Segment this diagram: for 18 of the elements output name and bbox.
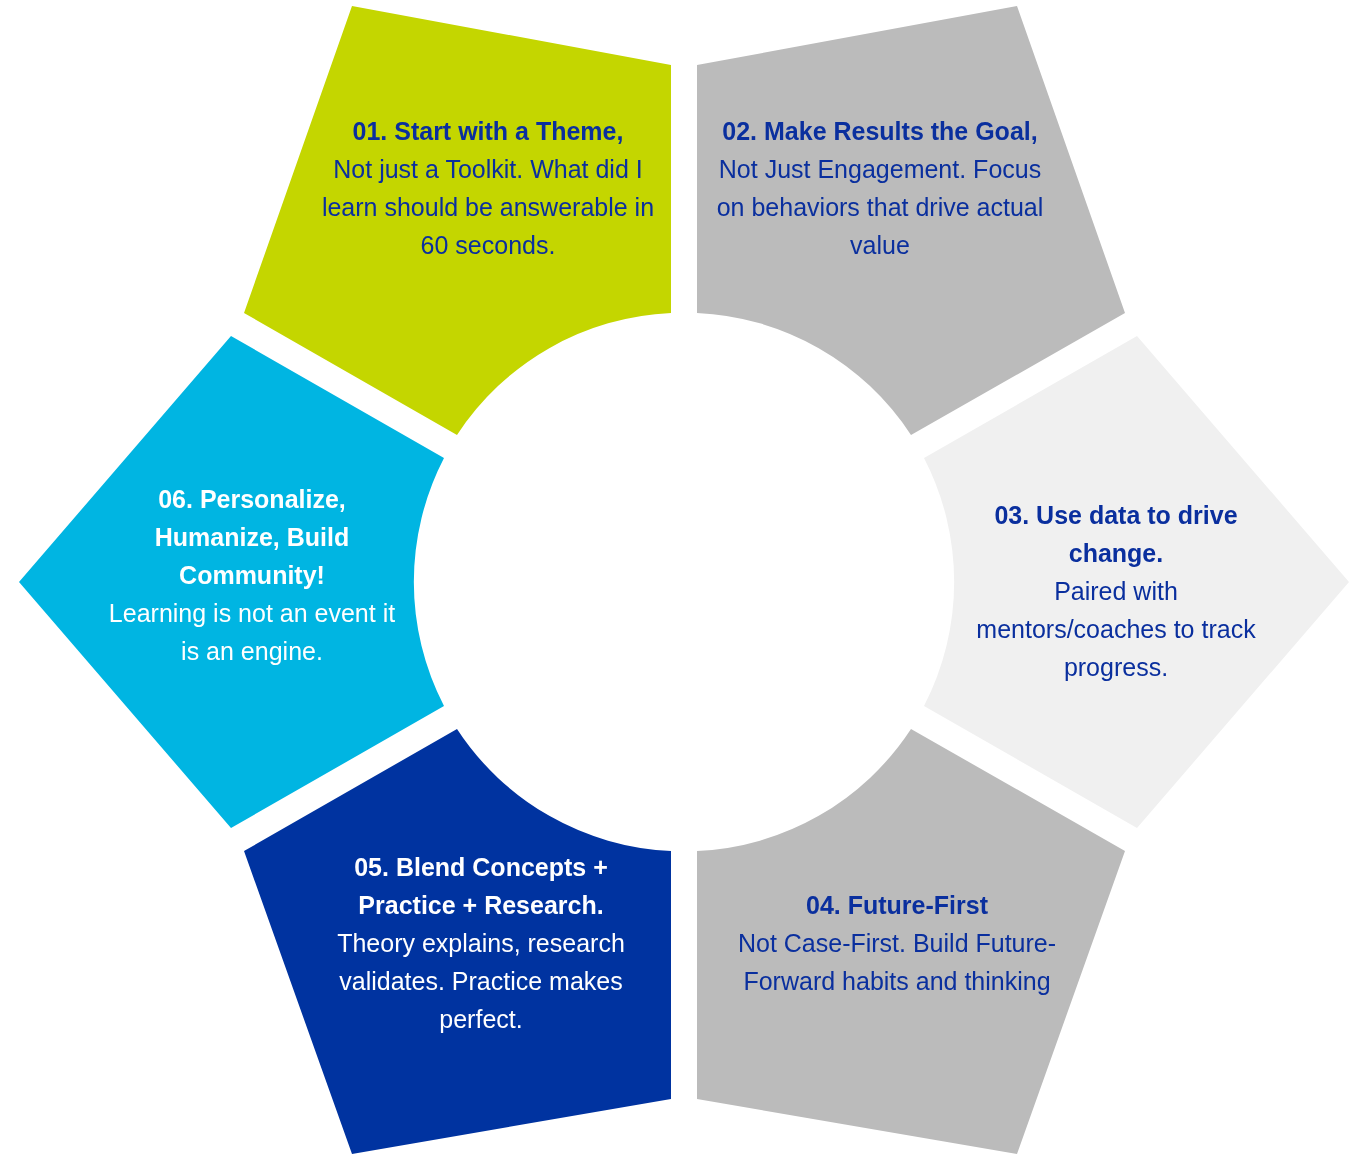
segment-description: Paired with mentors/coaches to track progress. <box>975 576 1257 683</box>
segment-heading: 06. Personalize, Humanize, Build Community! <box>153 484 351 591</box>
segment-description: Not just a Toolkit. What did I learn should be answerable in 60 seconds. <box>320 154 656 261</box>
segment-heading: 02. Make Results the Goal, <box>721 116 1039 147</box>
segment-description: Learning is not an event it is an engine. <box>107 598 397 667</box>
segment-heading: 05. Blend Concepts + Practice + Research. <box>353 852 609 921</box>
segment-shape <box>924 336 1349 828</box>
segment-description: Not Just Engagement. Focus on behaviors that drive actual value <box>715 154 1045 261</box>
segment-shape <box>19 336 444 828</box>
segment-heading: 03. Use data to drive change. <box>993 500 1239 569</box>
segment-shape <box>697 6 1125 435</box>
segment-shape <box>697 729 1125 1154</box>
segment-description: Not Case-First. Build Future-Forward habits and thinking <box>736 928 1058 997</box>
segment-description: Theory explains, research validates. Practice makes perfect. <box>336 928 626 1035</box>
segment-shape <box>244 6 671 435</box>
segment-heading: 01. Start with a Theme, <box>351 116 625 147</box>
segment-heading: 04. Future-First <box>805 890 989 921</box>
segment-shape <box>244 729 671 1154</box>
